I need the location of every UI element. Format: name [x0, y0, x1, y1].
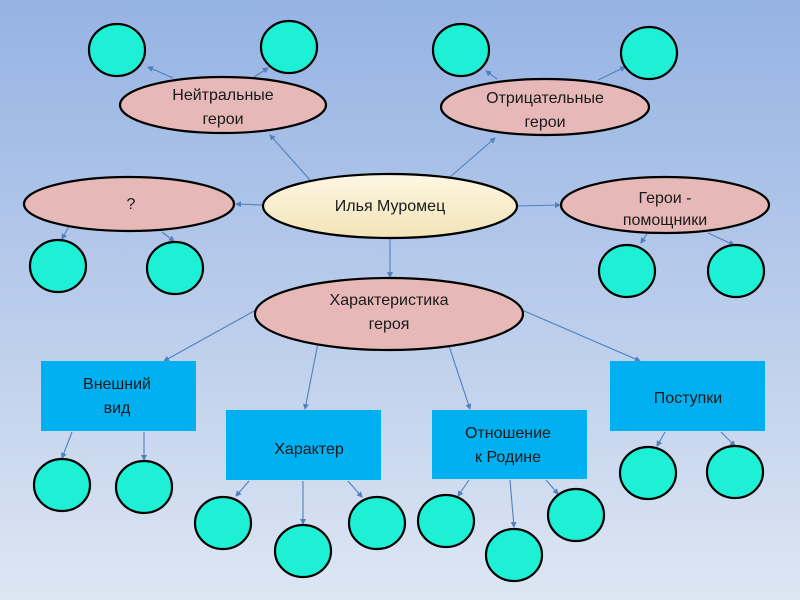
connector-center-to-negative: [449, 137, 496, 178]
box-label-line-1: Внешний: [83, 376, 151, 393]
empty-circle-neutral-1[interactable]: [87, 22, 147, 78]
connector-negative-child-2: [597, 66, 626, 81]
connector-character-child-3: [347, 480, 363, 498]
box-label-line-1: Поступки: [654, 390, 723, 407]
empty-circle-helpers-1[interactable]: [597, 243, 657, 299]
box-label-line-2: к Родине: [475, 449, 541, 466]
ellipse-shape: [559, 175, 771, 235]
box-attitude-to-homeland[interactable]: Отношение к Родине: [432, 410, 587, 479]
empty-circle-helpers-2[interactable]: [706, 243, 766, 299]
node-label-line-2: герои: [524, 114, 565, 131]
empty-circle-character-1[interactable]: [193, 495, 253, 551]
box-shape: [226, 410, 381, 480]
node-unknown[interactable]: ?: [22, 175, 236, 233]
ellipse-shape: [253, 276, 525, 352]
empty-circle-appearance-2[interactable]: [114, 459, 174, 515]
empty-circle-negative-1[interactable]: [431, 22, 491, 78]
node-label-line-1: Отрицательные: [486, 90, 604, 107]
connector-neutral-child-2: [253, 67, 269, 78]
box-label-line-1: Характер: [274, 441, 344, 458]
node-label-line-1: Нейтральные: [172, 87, 274, 104]
node-neutral-heroes[interactable]: Нейтральные герои: [118, 75, 328, 135]
box-label-line-2: вид: [104, 400, 131, 417]
box-shape: [610, 361, 765, 431]
connector-helpers-child-2: [707, 232, 735, 246]
box-appearance[interactable]: Внешний вид: [41, 361, 196, 431]
node-label-line-2: помощники: [623, 212, 707, 229]
node-label-line-1: ?: [127, 196, 136, 213]
box-deeds[interactable]: Поступки: [610, 361, 765, 431]
connector-homeland-child-1: [457, 479, 470, 497]
empty-circle-character-2[interactable]: [273, 523, 333, 579]
connectors: [60, 66, 736, 528]
connector-characteristic-to-deeds: [521, 309, 641, 362]
connector-characteristic-to-character: [303, 342, 319, 410]
node-helper-heroes[interactable]: Герои - помощники: [559, 175, 771, 235]
empty-circle-neutral-2[interactable]: [259, 19, 319, 75]
connector-characteristic-to-homeland: [447, 342, 472, 410]
empty-circle-unknown-1[interactable]: [28, 238, 88, 294]
connector-center-to-neutral: [269, 134, 311, 181]
empty-circle-unknown-2[interactable]: [145, 240, 205, 296]
center-label: Илья Муромец: [335, 198, 445, 215]
node-hero-characteristic[interactable]: Характеристика героя: [253, 276, 525, 352]
node-center-ilya-muromets[interactable]: Илья Муромец: [261, 172, 519, 240]
node-label-line-1: Характеристика: [330, 292, 449, 309]
ellipse-shape: [22, 175, 236, 233]
connector-homeland-child-2: [509, 479, 517, 528]
ellipse-shape: [118, 75, 328, 135]
connector-center-to-unknown: [235, 201, 264, 208]
empty-circle-negative-2[interactable]: [619, 25, 679, 81]
connector-deeds-child-2: [720, 431, 736, 447]
connector-negative-child-1: [485, 70, 498, 80]
connector-helpers-child-1: [640, 231, 649, 244]
empty-circle-character-3[interactable]: [347, 495, 407, 551]
connector-homeland-child-3: [545, 479, 559, 495]
empty-circles: [28, 19, 766, 583]
ellipse-shape: [439, 77, 651, 137]
box-label-line-1: Отношение: [465, 425, 551, 442]
connector-character-child-1: [235, 480, 250, 497]
empty-circle-deeds-2[interactable]: [705, 444, 765, 500]
empty-circle-deeds-1[interactable]: [618, 445, 678, 501]
empty-circle-homeland-1[interactable]: [416, 493, 476, 549]
empty-circle-homeland-3[interactable]: [546, 487, 606, 543]
connector-center-to-helpers: [516, 202, 561, 209]
box-shape: [432, 410, 587, 479]
box-shape: [41, 361, 196, 431]
connector-neutral-child-1: [147, 66, 174, 79]
node-label-line-2: героя: [369, 316, 410, 333]
box-character[interactable]: Характер: [226, 410, 381, 480]
connector-characteristic-to-appearance: [163, 305, 264, 362]
node-negative-heroes[interactable]: Отрицательные герои: [439, 77, 651, 137]
connector-unknown-child-2: [161, 231, 175, 242]
connector-appearance-child-1: [60, 431, 73, 459]
connector-deeds-child-1: [656, 431, 666, 447]
node-label-line-1: Герои -: [639, 190, 692, 207]
empty-circle-appearance-1[interactable]: [32, 457, 92, 513]
node-label-line-2: герои: [202, 111, 243, 128]
empty-circle-homeland-2[interactable]: [484, 527, 544, 583]
ellipse-shape: [261, 172, 519, 240]
